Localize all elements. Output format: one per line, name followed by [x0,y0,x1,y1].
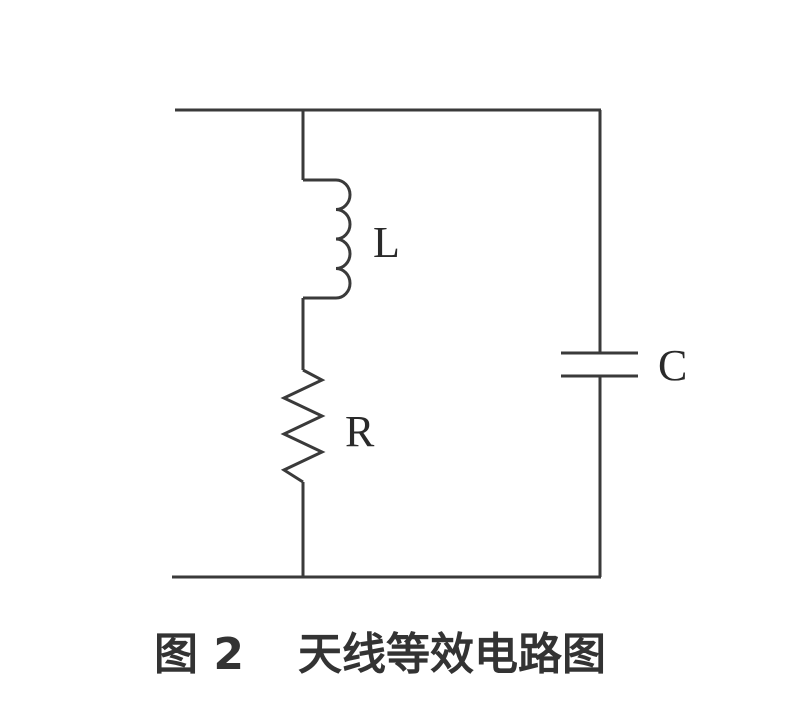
capacitor-label: C [658,341,687,390]
figure-caption-title: 天线等效电路图 [298,629,606,680]
resistor-label: R [345,407,375,456]
resistor-zigzag [280,368,326,484]
inductor-coil [335,178,352,300]
inductor-label: L [373,218,400,267]
figure-caption-number: 图 2 [154,629,244,680]
